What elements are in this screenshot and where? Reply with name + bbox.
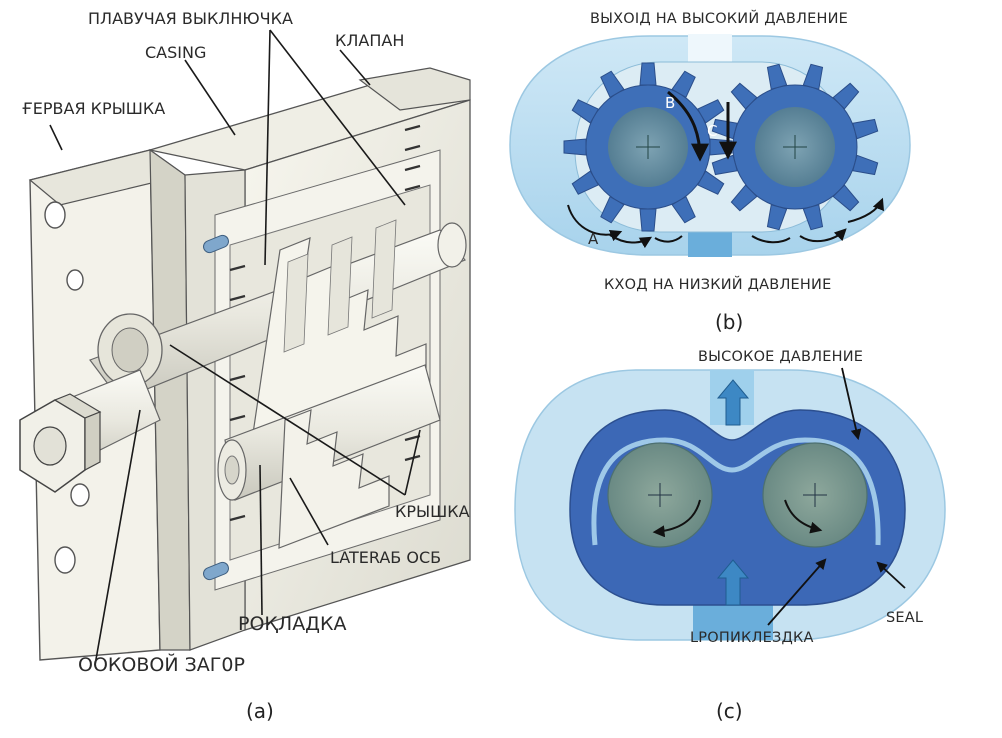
pressure-arrows (716, 379, 750, 606)
point-c-label: C (707, 122, 717, 140)
seal-lip (591, 437, 881, 546)
label-high-pressure: ВЫСОКОЕ ДАВЛЕНИЕ (698, 349, 863, 365)
driven-shaft (217, 364, 441, 501)
label-gasket: РОҚЛАДКА (238, 613, 347, 635)
right-gear (711, 63, 879, 231)
label-cover: КРЫШКА (395, 502, 470, 521)
label-floating-bushing: ПЛАВУЧАЯ ВЫКЛНЮЧКА (88, 9, 293, 28)
shaft-nut (19, 393, 102, 493)
caption-c: (c) (716, 699, 743, 723)
label-seal: SEAL (886, 610, 923, 626)
flow-arrows-b (567, 90, 884, 249)
left-rotor (607, 442, 713, 548)
seal-section-figure: ВЫСОКОЕ ДАВЛЕНИЕ SEAL (514, 349, 946, 723)
point-a-label: A (588, 230, 599, 248)
gear-mesh-figure: ВЫХОIД НА ВЫСОКИЙ ДАВЛЕНИЕ (509, 9, 911, 334)
caption-b: (b) (715, 310, 743, 334)
pump-cutaway-figure: ПЛАВУЧАЯ ВЫКЛНЮЧКА CASING КЛАПАН ҒЕРВАЯ … (19, 9, 471, 723)
label-casing: CASING (145, 43, 206, 62)
label-shaft-seal: ООКОВОЙ ЗАГ0Р (78, 653, 245, 676)
label-front-cover: ҒЕРВАЯ КРЫШКА (22, 99, 165, 118)
leader-lines-a (49, 29, 421, 666)
valve-block (358, 67, 471, 111)
label-inlet: КХОД НА НИЗКИЙ ДАВЛЕНИЕ (604, 275, 831, 293)
caption-a: (a) (246, 699, 274, 723)
right-rotor (762, 442, 868, 548)
point-b-label: B (665, 94, 675, 112)
label-valve: КЛАПАН (335, 31, 404, 50)
label-outlet: ВЫХОIД НА ВЫСОКИЙ ДАВЛЕНИЕ (590, 9, 848, 27)
label-gasket-c: LРОПИКЛЕЗДКА (690, 630, 814, 646)
leader-lines-c (767, 367, 906, 626)
label-lateral-axis: LATERAБ ОСБ (330, 548, 441, 567)
